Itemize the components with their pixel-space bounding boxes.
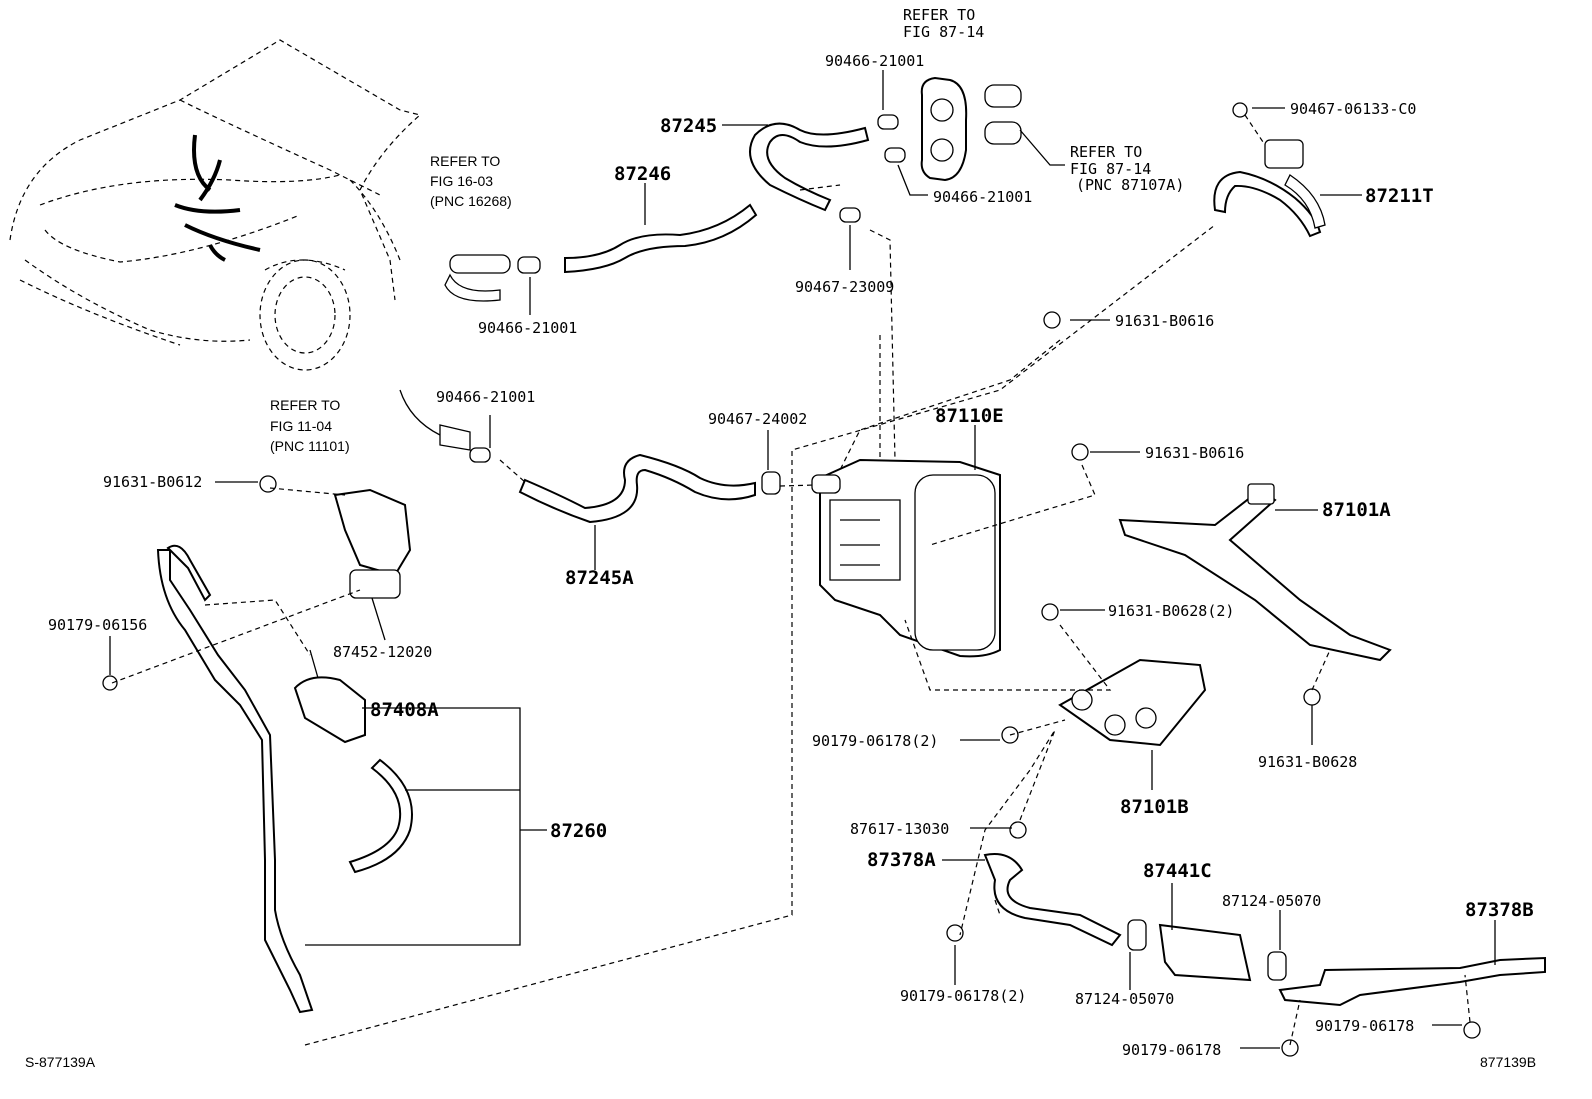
label-90467-23009[interactable]: 90467-23009 <box>795 278 894 296</box>
label-87378A[interactable]: 87378A <box>867 849 936 871</box>
muffler-87441C <box>1127 919 1287 982</box>
footer-left-code: S-877139A <box>25 1054 96 1070</box>
label-87617-13030[interactable]: 87617-13030 <box>850 820 949 838</box>
label-90467-06133-C0[interactable]: 90467-06133-C0 <box>1290 100 1416 118</box>
bracket-87452-12020 <box>333 488 412 599</box>
label-87408A[interactable]: 87408A <box>370 699 439 721</box>
heater-unit-87110E <box>811 458 1001 658</box>
label-91631-B0616-b[interactable]: 91631-B0616 <box>1145 444 1244 462</box>
ref-fig87-14-mid-3: (PNC 87107A) <box>1076 176 1184 194</box>
label-90466-21001-lower[interactable]: 90466-21001 <box>436 388 535 406</box>
label-87260[interactable]: 87260 <box>550 820 607 842</box>
label-90467-24002[interactable]: 90467-24002 <box>708 410 807 428</box>
fuel-line-87260 <box>156 544 413 1014</box>
label-90466-21001-top[interactable]: 90466-21001 <box>825 52 924 70</box>
label-87124-05070-a[interactable]: 87124-05070 <box>1222 892 1321 910</box>
label-91631-B0628-2[interactable]: 91631-B0628(2) <box>1108 602 1234 620</box>
ref-fig11-04-2: FIG 11-04 <box>270 418 332 434</box>
ref-fig11-04-3: (PNC 11101) <box>270 438 350 454</box>
car-illustration <box>9 39 422 371</box>
label-91631-B0612[interactable]: 91631-B0612 <box>103 473 202 491</box>
pipe-87378A <box>983 853 1122 947</box>
hose-87245 <box>749 122 870 212</box>
grommet-fig87-14 <box>920 76 1022 182</box>
ref-fig16-03-3: (PNC 16268) <box>430 193 512 209</box>
pipe-87378B <box>1278 956 1546 1007</box>
label-90466-21001-left[interactable]: 90466-21001 <box>478 319 577 337</box>
ref-fig87-14-mid-1: REFER TO <box>1070 143 1142 161</box>
label-90179-06178-b[interactable]: 90179-06178 <box>1122 1041 1221 1059</box>
pump-87408A <box>293 649 366 744</box>
label-87441C[interactable]: 87441C <box>1143 860 1212 882</box>
label-87110E[interactable]: 87110E <box>935 405 1004 427</box>
leader-lines <box>109 70 1496 1049</box>
ref-fig16-03-2: FIG 16-03 <box>430 173 493 189</box>
label-87124-05070-b[interactable]: 87124-05070 <box>1075 990 1174 1008</box>
ref-fig11-04-1: REFER TO <box>270 397 340 413</box>
label-90179-06178-2a[interactable]: 90179-06178(2) <box>812 732 938 750</box>
footer-right-code: 877139B <box>1480 1054 1536 1070</box>
label-87378B[interactable]: 87378B <box>1465 899 1534 921</box>
bracket-87101B <box>1058 658 1207 747</box>
ref-fig16-03-1: REFER TO <box>430 153 500 169</box>
hose-87246 <box>564 203 758 274</box>
ref-fig87-14-top-2: FIG 87-14 <box>903 23 984 41</box>
ref-fig87-14-top-1: REFER TO <box>903 6 975 24</box>
label-87245A[interactable]: 87245A <box>565 567 634 589</box>
label-91631-B0616-a[interactable]: 91631-B0616 <box>1115 312 1214 330</box>
hose-87245A <box>399 389 756 524</box>
label-91631-B0628[interactable]: 91631-B0628 <box>1258 753 1357 771</box>
bracket-87101A <box>1118 483 1392 662</box>
label-87452-12020[interactable]: 87452-12020 <box>333 643 432 661</box>
label-87101A[interactable]: 87101A <box>1322 499 1391 521</box>
label-90179-06178-2b[interactable]: 90179-06178(2) <box>900 987 1026 1005</box>
label-87211T[interactable]: 87211T <box>1365 185 1434 207</box>
pipe-stubs-left <box>444 254 511 302</box>
label-90466-21001-mid[interactable]: 90466-21001 <box>933 188 1032 206</box>
label-87101B[interactable]: 87101B <box>1120 796 1189 818</box>
label-87245[interactable]: 87245 <box>660 115 717 137</box>
label-87246[interactable]: 87246 <box>614 163 671 185</box>
hose-87211T <box>1213 139 1326 238</box>
ref-fig87-14-mid-2: FIG 87-14 <box>1070 160 1151 178</box>
dashed-routing <box>111 114 1471 1046</box>
clamps <box>102 102 1481 1057</box>
label-90179-06156[interactable]: 90179-06156 <box>48 616 147 634</box>
label-90179-06178-a[interactable]: 90179-06178 <box>1315 1017 1414 1035</box>
